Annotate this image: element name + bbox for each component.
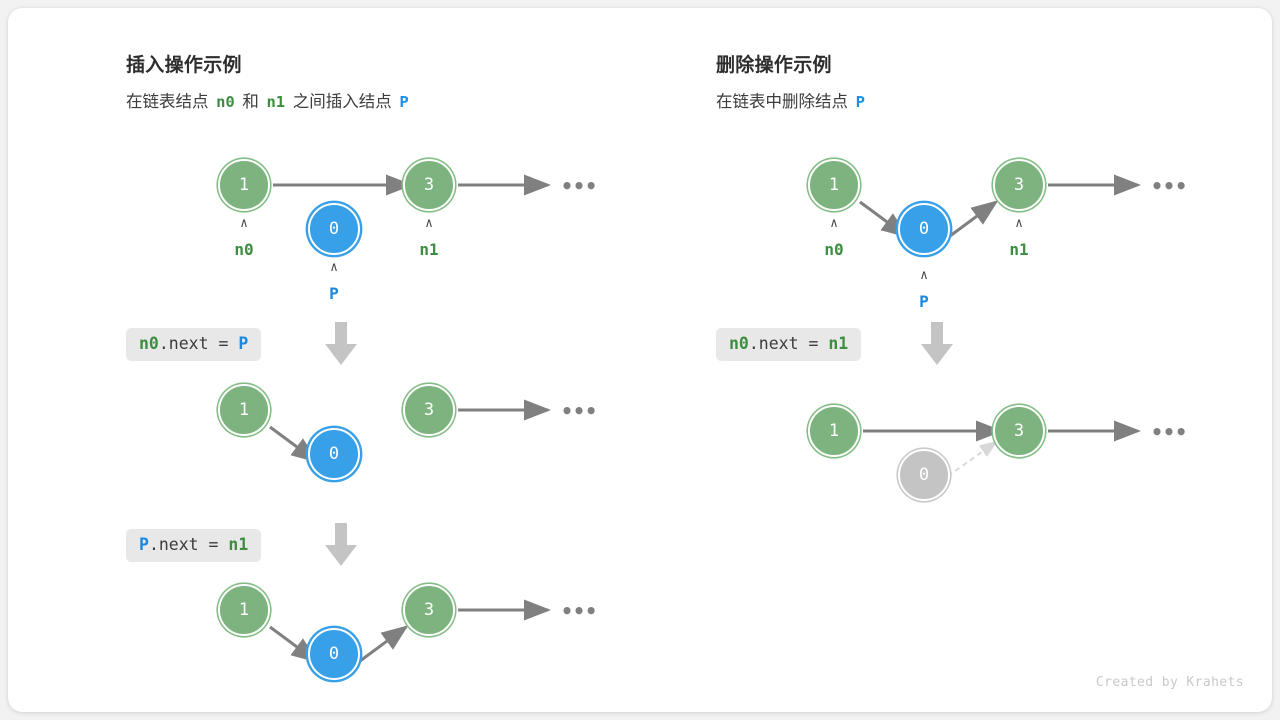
pointer-label-p: P: [919, 292, 929, 311]
insert-step-2-diagram: 1 3 0 •••: [118, 583, 708, 693]
node-value: 1: [808, 159, 860, 211]
down-arrow-icon: [921, 322, 953, 365]
pointer-caret-p: ∧: [330, 260, 338, 275]
node-value: 1: [808, 405, 860, 457]
down-arrow-icon: [325, 322, 357, 365]
code-token: .next =: [748, 334, 829, 353]
pointer-label-n1: n1: [419, 240, 439, 259]
ellipsis: •••: [561, 399, 598, 423]
subtitle-prefix: 在链表中删除结点: [716, 93, 848, 111]
ellipsis: •••: [561, 599, 598, 623]
pointer-caret-n1: ∧: [425, 216, 433, 231]
diagram-card: 插入操作示例 在链表结点 n0 和 n1 之间插入结点 P 1 3 0: [8, 8, 1272, 712]
node-value-deleted: 0: [898, 449, 950, 501]
code-chip-n0-next-p: n0.next = P: [126, 328, 262, 362]
ellipsis: •••: [1151, 174, 1188, 198]
node-value: 0: [308, 428, 360, 480]
code-token: n0: [139, 334, 159, 353]
insert-step-0-links: [273, 174, 551, 196]
pointer-caret-p: ∧: [920, 268, 928, 283]
pointer-caret-n0: ∧: [240, 216, 248, 231]
panel-delete: 删除操作示例 在链表中删除结点 P 1 3 0 ••• ∧ n0 ∧ n1 ∧ …: [708, 8, 1272, 712]
subtitle-middle: 和: [242, 93, 259, 111]
subtitle-suffix: 之间插入结点: [292, 93, 392, 111]
panel-delete-subtitle: 在链表中删除结点 P: [716, 88, 868, 112]
node-value: 0: [308, 628, 360, 680]
node-value: 3: [993, 159, 1045, 211]
pointer-label-n0: n0: [824, 240, 844, 259]
node-value: 1: [218, 159, 270, 211]
node-value: 3: [993, 405, 1045, 457]
subtitle-ref-p: P: [855, 93, 865, 111]
pointer-caret-n1: ∧: [1015, 216, 1023, 231]
delete-step-0-links: [859, 174, 1141, 238]
insert-step-1-diagram: 1 3 0 •••: [118, 383, 708, 493]
node-value: 1: [218, 584, 270, 636]
delete-step-1-links: [863, 420, 1141, 477]
code-token: P: [139, 535, 149, 554]
node-value: 3: [403, 584, 455, 636]
pointer-label-p: P: [329, 284, 339, 303]
delete-step-0-diagram: 1 3 0 ••• ∧ n0 ∧ n1 ∧ P: [708, 158, 1272, 328]
down-arrow-icon: [325, 523, 357, 566]
code-token: .next =: [148, 535, 229, 554]
subtitle-ref-n0: n0: [216, 93, 235, 111]
node-value: 1: [218, 384, 270, 436]
code-token: .next =: [158, 334, 239, 353]
subtitle-ref-n1: n1: [266, 93, 286, 111]
insert-step-0-diagram: 1 3 0 ••• ∧ n0 ∧ n1 ∧ P: [118, 158, 708, 318]
subtitle-prefix: 在链表结点: [126, 93, 209, 111]
ellipsis: •••: [561, 174, 598, 198]
pointer-label-n1: n1: [1009, 240, 1029, 259]
code-token: n0: [729, 334, 749, 353]
ellipsis: •••: [1151, 420, 1188, 444]
node-value: 3: [403, 159, 455, 211]
code-token: n1: [228, 535, 249, 554]
panel-insert: 插入操作示例 在链表结点 n0 和 n1 之间插入结点 P 1 3 0: [118, 8, 708, 712]
panel-insert-subtitle: 在链表结点 n0 和 n1 之间插入结点 P: [126, 88, 412, 112]
node-value: 0: [898, 203, 950, 255]
delete-step-1-diagram: 1 3 0 •••: [708, 404, 1272, 524]
node-value: 0: [308, 203, 360, 255]
code-chip-n0-next-n1: n0.next = n1: [716, 328, 862, 362]
node-value: 3: [403, 384, 455, 436]
subtitle-ref-p: P: [399, 93, 409, 111]
code-token: n1: [828, 334, 849, 353]
code-chip-p-next-n1: P.next = n1: [126, 529, 262, 563]
panel-delete-title: 删除操作示例: [716, 55, 832, 76]
code-token: P: [238, 334, 249, 353]
pointer-label-n0: n0: [234, 240, 254, 259]
panel-insert-title: 插入操作示例: [126, 55, 242, 76]
pointer-caret-n0: ∧: [830, 216, 838, 231]
credit-text: Created by Krahets: [1095, 675, 1244, 690]
